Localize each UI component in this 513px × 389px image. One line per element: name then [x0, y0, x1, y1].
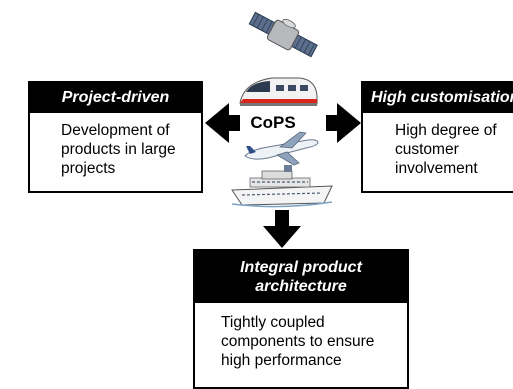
integral-architecture-title: Integral product architecture — [195, 251, 407, 303]
arrow-down-icon — [263, 210, 301, 248]
project-driven-box: Project-driven Development of products i… — [28, 81, 203, 193]
arrow-right-icon — [326, 103, 361, 143]
integral-architecture-box: Integral product architecture Tightly co… — [193, 249, 409, 389]
cruise-ship-icon — [231, 165, 333, 208]
project-driven-description: Development of products in large project… — [61, 122, 176, 177]
arrow-left-icon — [205, 103, 240, 143]
high-customisation-box: High customisation High degree of custom… — [361, 81, 513, 193]
high-customisation-description: High degree of customer involvement — [395, 122, 497, 177]
airplane-icon — [244, 131, 319, 166]
diagram-graphics — [205, 11, 361, 248]
integral-architecture-description: Tightly coupled components to ensure hig… — [221, 314, 375, 369]
satellite-icon — [248, 11, 318, 58]
cops-label: CoPS — [250, 113, 296, 132]
high-customisation-title: High customisation — [363, 83, 513, 113]
project-driven-title: Project-driven — [30, 83, 201, 113]
high-speed-train-icon — [239, 77, 318, 106]
